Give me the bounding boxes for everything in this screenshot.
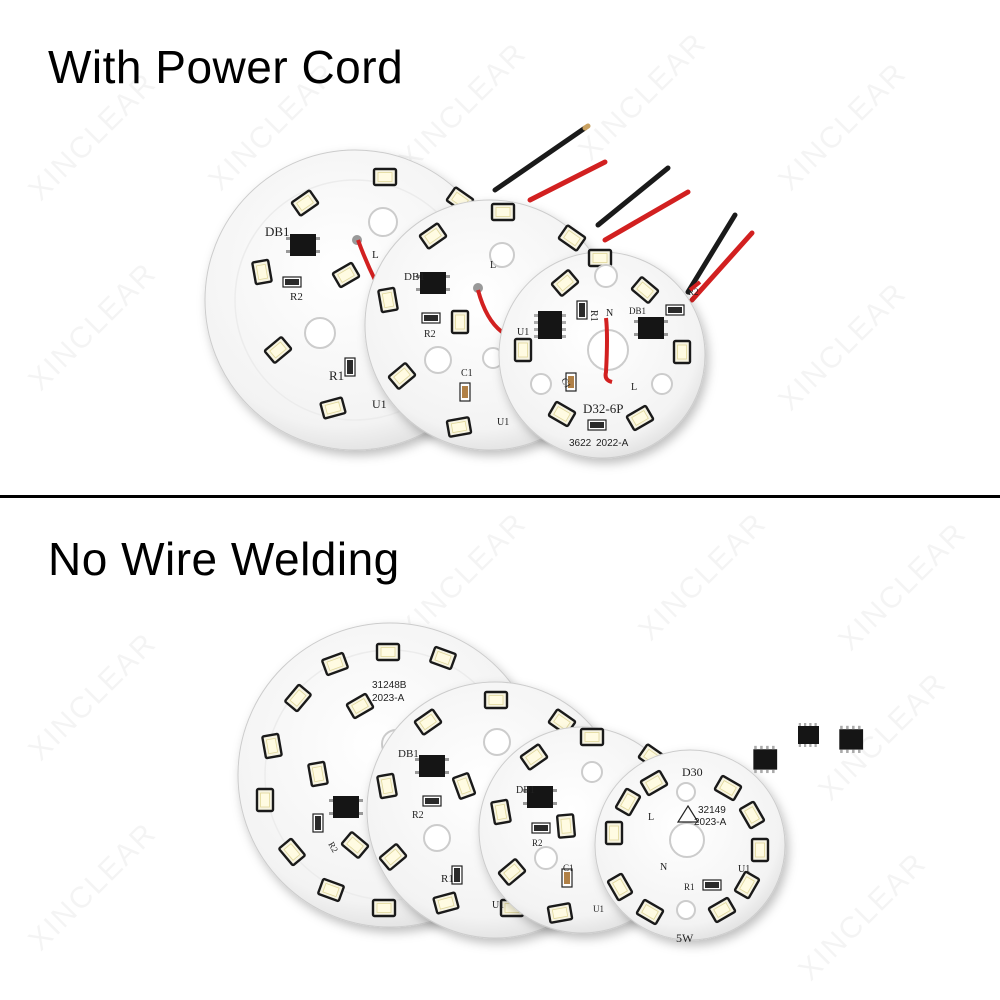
board-date: 2023-A [372, 693, 405, 704]
silk-label: C1 [559, 376, 573, 390]
led-chip [672, 339, 692, 365]
power-rating: 5W [676, 931, 694, 945]
section-heading: No Wire Welding [48, 533, 400, 585]
led-chip [546, 902, 574, 924]
board-date: 2022-A [596, 438, 629, 449]
silk-label: R1 [588, 310, 599, 322]
silk-label: DB1 [629, 306, 646, 316]
led-chip [261, 732, 283, 760]
led-chip [376, 772, 398, 800]
board-model: D32-6P [583, 401, 623, 416]
led-chip [445, 416, 473, 438]
silk-label: C1 [461, 368, 473, 379]
silk-label: R2 [688, 287, 699, 297]
silk-label: C1 [563, 863, 574, 873]
silk-label: DB1 [398, 748, 419, 760]
silk-label: U1 [372, 397, 387, 411]
led-chip [255, 787, 275, 813]
silk-label: L [490, 260, 496, 271]
silk-label: U1 [593, 904, 604, 914]
led-chip [490, 798, 512, 826]
board-date: 2023-A [694, 817, 727, 828]
silk-label: R2 [290, 291, 303, 303]
led-chip [604, 820, 624, 846]
board-code: 32149 [698, 805, 726, 816]
led-board-large-parts: DB1 R2 R1 U1 [376, 690, 577, 918]
silk-label: L [372, 249, 379, 261]
silk-label: N [606, 308, 613, 319]
section-heading: With Power Cord [48, 41, 404, 93]
led-chip [579, 727, 605, 747]
led-chip [307, 760, 329, 788]
led-board-small-parts: D30 32149 2023-A L N R1 U1 5W [604, 725, 864, 945]
silk-label: U1 [738, 864, 750, 875]
board-model: D30 [682, 765, 703, 779]
led-board-medium-parts: DB1 R2 C1 U1 [490, 723, 819, 924]
warning-icon [676, 804, 700, 823]
led-boards-with-cord: DB1 R2 R1 U1 L DB1 [204, 123, 755, 459]
silk-label: L [631, 382, 637, 393]
silk-label: R1 [684, 882, 695, 892]
silk-label: N [660, 862, 667, 873]
silk-label: L [648, 812, 654, 823]
led-chip [375, 642, 401, 662]
silk-label: R2 [424, 329, 436, 340]
top-section: With Power Cord [0, 0, 1000, 495]
silk-label: DB1 [404, 271, 425, 283]
led-board-medium-parts: DB1 R2 C1 U1 L [377, 202, 587, 438]
silk-label: U1 [497, 417, 509, 428]
led-chip [483, 690, 509, 710]
silk-label: DB1 [516, 785, 535, 796]
led-chip [450, 309, 470, 335]
led-chip [377, 286, 399, 314]
silk-label: R1 [441, 873, 454, 885]
led-chip [490, 202, 516, 222]
silk-label: R2 [326, 840, 340, 854]
silk-label: R2 [412, 810, 424, 821]
silk-label: U1 [517, 327, 529, 338]
silk-label: R2 [532, 838, 543, 848]
silk-label: U1 [492, 900, 504, 911]
silk-label: R1 [329, 368, 344, 383]
led-chip [251, 258, 273, 286]
led-chip [555, 813, 577, 839]
led-chip [750, 837, 770, 863]
board-code: 3622 [569, 438, 592, 449]
led-chip [513, 337, 533, 363]
section-divider [0, 495, 1000, 498]
led-chip [372, 167, 398, 187]
power-wires [492, 123, 755, 303]
silk-label: DB1 [265, 224, 290, 239]
led-chip [371, 898, 397, 918]
led-boards-no-wire: 31248B 2023-A R2 DB1 R2 R1 U1 [237, 622, 864, 945]
led-board-small-parts: U1 R1 R2 DB1 C1 N L D32-6P 3622 2022-A [513, 248, 702, 449]
board-code: 31248B [372, 680, 407, 691]
bottom-section: No Wire Welding [0, 498, 1000, 1000]
led-chip [587, 248, 613, 268]
